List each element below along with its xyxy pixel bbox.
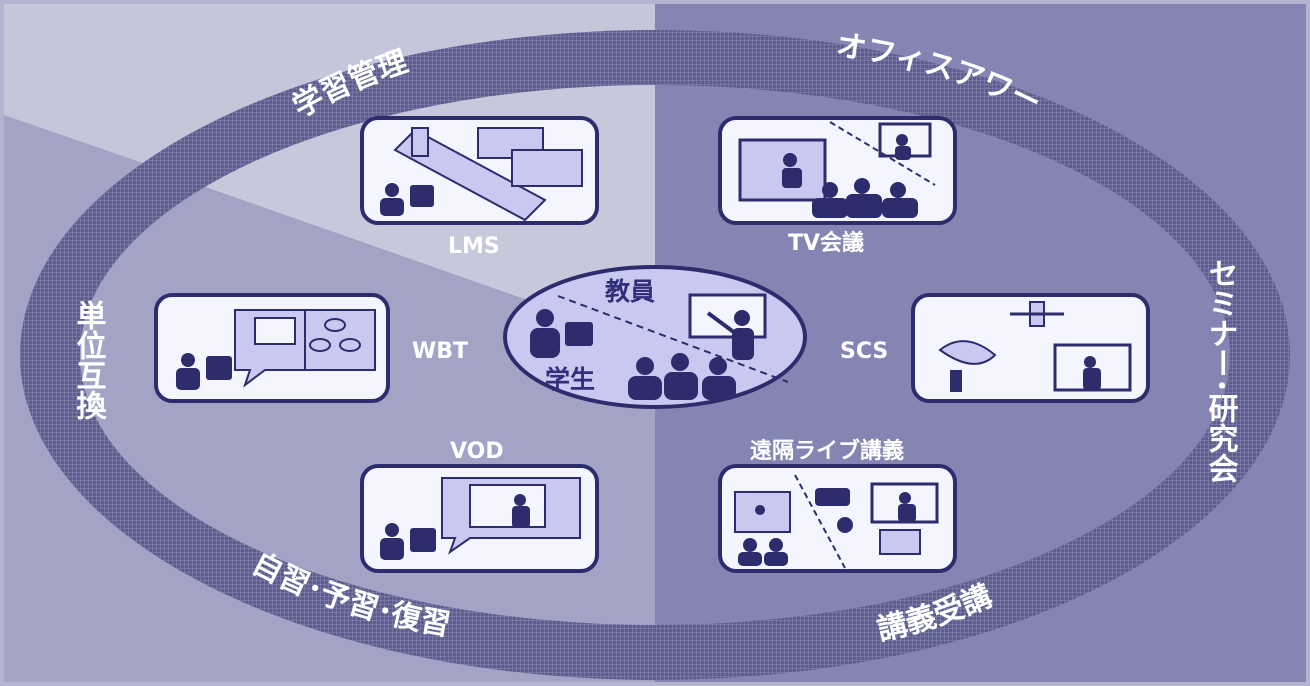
remote-live-card xyxy=(718,464,957,573)
lms-card xyxy=(360,116,599,225)
service-label-scs: SCS xyxy=(840,339,888,364)
students-silhouette xyxy=(530,309,736,400)
ring-label-seminar: セミナー･研究会 xyxy=(1203,258,1239,483)
service-label-wbt: WBT xyxy=(412,339,468,364)
service-label-vod: VOD xyxy=(450,439,504,464)
tv-conference-card xyxy=(718,116,957,225)
service-label-lms: LMS xyxy=(448,234,500,259)
scs-card xyxy=(911,293,1150,403)
center-oval: 教員 学生 xyxy=(503,265,807,409)
ring-label-credit-transfer: 単位互換 xyxy=(71,300,107,420)
center-label-student: 学生 xyxy=(545,365,595,394)
service-label-remote-live: 遠隔ライブ講義 xyxy=(750,438,904,464)
center-label-teacher: 教員 xyxy=(605,277,655,306)
teacher-silhouette xyxy=(706,310,754,360)
service-label-tv-conference: TV会議 xyxy=(788,230,864,256)
vod-card xyxy=(360,464,599,573)
wbt-card xyxy=(154,293,390,403)
